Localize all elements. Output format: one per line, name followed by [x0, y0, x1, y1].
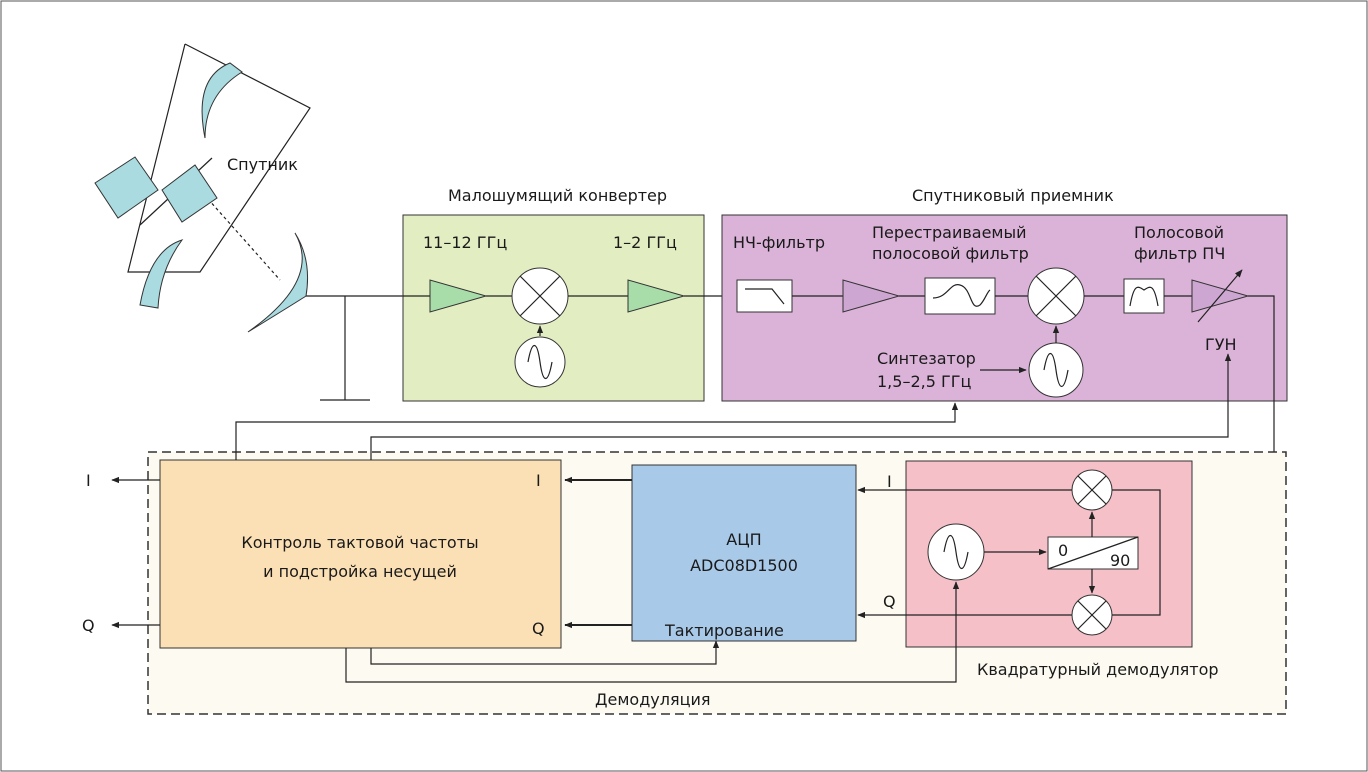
satellite-panel-right [161, 164, 218, 223]
adc-label-1: АЦП [726, 530, 761, 549]
vga-amplifier-icon [1191, 269, 1250, 323]
control-to-adc-clock-line [370, 640, 720, 665]
demod-title: Демодуляция [595, 690, 711, 709]
if-bandpass-filter-icon [1123, 278, 1165, 314]
lnb-amplifier-out-icon [627, 279, 686, 313]
quad-mixer-q-icon [1071, 594, 1113, 636]
control-q-label: Q [532, 619, 545, 638]
satellite-panel-left [94, 156, 159, 219]
control-label-1: Контроль тактовой частоты [241, 533, 478, 552]
quad-oscillator-icon [927, 523, 985, 581]
lnb-in-freq: 11–12 ГГц [423, 233, 507, 252]
receiver-amplifier-icon [842, 279, 901, 313]
lpf-label: НЧ-фильтр [733, 233, 825, 252]
if-filter-label-2: фильтр ПЧ [1134, 244, 1225, 263]
receiver-mixer-icon [1027, 267, 1085, 325]
adc-label-2: ADC08D1500 [690, 556, 798, 575]
satellite-reflector-top [201, 62, 243, 139]
synth-label-1: Синтезатор [877, 349, 976, 368]
quad-i-label: I [887, 472, 892, 491]
tunable-bandpass-filter-icon [924, 277, 996, 315]
lnb-mixer-icon [511, 267, 569, 325]
output-q-label: Q [82, 616, 95, 635]
lnb-title: Малошумящий конвертер [448, 186, 667, 205]
phase-shifter-icon [1047, 536, 1139, 570]
quad-mixer-i-icon [1071, 469, 1113, 511]
lnb-out-freq: 1–2 ГГц [613, 233, 677, 252]
satellite-label: Спутник [227, 155, 298, 174]
satellite-reflector-bottom [139, 239, 184, 309]
lowpass-filter-icon [736, 279, 793, 313]
control-i-label: I [536, 471, 541, 490]
phase-0-label: 0 [1058, 541, 1068, 560]
adc-box [631, 464, 857, 642]
control-to-vco-line [370, 353, 1232, 460]
synthesizer-oscillator-icon [1028, 342, 1084, 398]
if-filter-label-1: Полосовой [1134, 223, 1224, 242]
adc-clock-label: Тактирование [664, 621, 784, 640]
tunable-filter-label-2: полосовой фильтр [872, 244, 1029, 263]
satellite-icon [94, 43, 311, 309]
phase-90-label: 90 [1110, 551, 1130, 570]
synth-label-2: 1,5–2,5 ГГц [877, 372, 971, 391]
tunable-filter-label-1: Перестраиваемый [872, 223, 1027, 242]
clock-carrier-control-box [159, 459, 562, 649]
quad-q-label: Q [883, 592, 896, 611]
lnb-amplifier-in-icon [429, 279, 488, 313]
control-to-quad-osc-line [345, 581, 960, 683]
quad-title: Квадратурный демодулятор [977, 660, 1219, 679]
dish-antenna-icon [247, 232, 309, 333]
control-to-synth-line [235, 402, 959, 460]
receiver-title: Спутниковый приемник [912, 186, 1114, 205]
output-i-label: I [86, 471, 91, 490]
control-label-2: и подстройка несущей [263, 562, 457, 581]
vco-label: ГУН [1205, 335, 1237, 354]
lnb-oscillator-icon [514, 336, 566, 388]
